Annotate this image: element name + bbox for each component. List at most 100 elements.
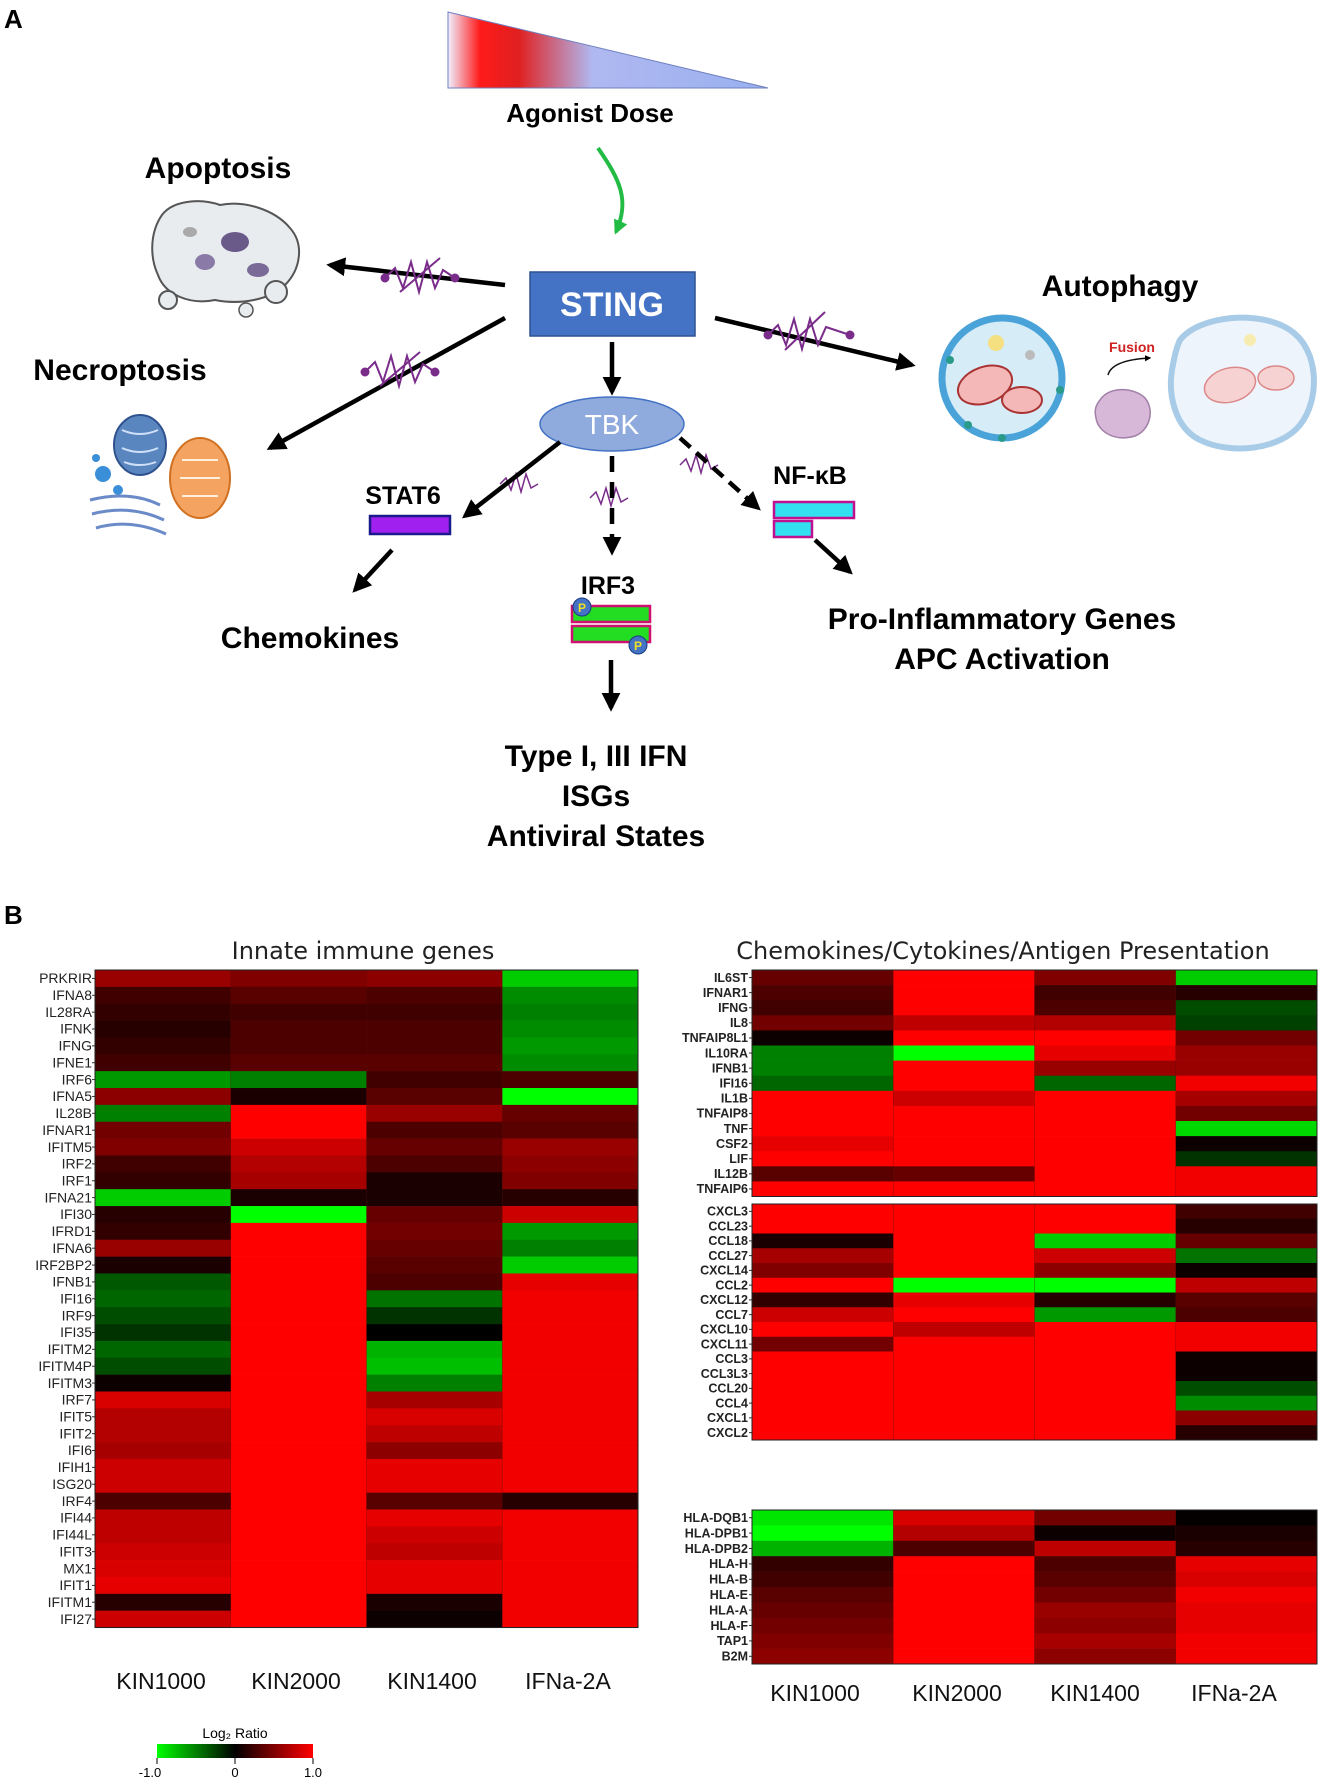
gene-label: CXCL14 — [700, 1264, 748, 1278]
heatmap-cell — [230, 1020, 367, 1038]
heatmap-cell — [1175, 1292, 1318, 1308]
gene-label: HLA-DPB1 — [685, 1526, 748, 1540]
heatmap-cell — [230, 986, 367, 1005]
heatmap-cell — [95, 1374, 232, 1392]
heatmap-cell — [230, 1307, 367, 1325]
heatmap-cell — [1034, 1105, 1177, 1122]
to-chemokines-arrow — [352, 548, 394, 593]
heatmap-cell — [502, 1003, 639, 1021]
heatmap-cell — [95, 1307, 232, 1325]
heatmap-cell — [95, 1071, 232, 1089]
gene-label: HLA-B — [709, 1573, 748, 1587]
heatmap-cell — [95, 1222, 232, 1241]
heatmap-cell — [752, 1121, 894, 1137]
heatmap-cell — [752, 1090, 894, 1107]
heatmap-cell — [230, 1222, 367, 1241]
gene-label: CSF2 — [716, 1137, 748, 1151]
to-nfkb-arrow — [678, 436, 761, 511]
heatmap-cell — [1034, 1045, 1177, 1061]
gene-label: IFRD1 — [52, 1223, 93, 1239]
heatmap-cell — [1034, 1395, 1177, 1411]
apc-activation-label: APC Activation — [894, 643, 1110, 676]
signal-wave-icon — [763, 311, 855, 353]
gene-label: HLA-E — [710, 1588, 748, 1602]
nfkb-box-top — [772, 500, 856, 520]
heatmap-cell — [1034, 1015, 1177, 1031]
heatmap-cell — [502, 1391, 639, 1409]
heatmap-cell — [95, 1121, 232, 1139]
gene-label: IFIT1 — [59, 1577, 92, 1593]
heatmap-cell — [1175, 1571, 1318, 1588]
heatmap-cell — [502, 1290, 639, 1308]
heatmap-cell — [752, 1151, 894, 1167]
antiviral-label: Antiviral States — [487, 820, 705, 853]
heatmap-cell — [502, 1593, 639, 1611]
heatmap-cell — [1175, 1060, 1318, 1076]
heatmap-cell — [752, 1395, 894, 1411]
heatmap-cell — [95, 1526, 232, 1544]
gene-label: HLA-H — [709, 1557, 748, 1571]
heatmap-cell — [95, 970, 232, 988]
heatmap-cell — [1034, 1351, 1177, 1367]
heatmap-cell — [1175, 1587, 1318, 1603]
heatmap-cell — [366, 1324, 503, 1342]
heatmap-cell — [1034, 1648, 1177, 1665]
gene-label: CCL7 — [715, 1308, 748, 1322]
heatmap-cell — [893, 1395, 1035, 1411]
heatmap-cell — [502, 1340, 639, 1359]
heatmap-cell — [893, 1633, 1035, 1649]
column-label: KIN1000 — [116, 1668, 206, 1694]
heatmap-cell — [752, 970, 894, 986]
heatmap-cell — [1034, 1136, 1177, 1152]
heatmap-cell — [1175, 1233, 1318, 1249]
gene-label: IFNG — [718, 1001, 748, 1015]
apoptosis-label: Apoptosis — [145, 152, 292, 185]
heatmap-cell — [1175, 1336, 1318, 1352]
heatmap-cell — [1034, 1060, 1177, 1076]
heatmap-cell — [752, 1248, 894, 1264]
heatmap-cell — [1175, 1075, 1318, 1092]
heatmap-cell — [752, 1181, 894, 1197]
heatmap-cell — [893, 1015, 1035, 1031]
gene-label: TNFAIP8L1 — [682, 1031, 748, 1045]
heatmap-cell — [502, 1273, 639, 1291]
phospho-marker — [628, 635, 648, 655]
heatmap-cell — [95, 1408, 232, 1426]
heatmap-cell — [752, 1136, 894, 1152]
heatmap-cell — [230, 1290, 367, 1308]
gene-label: IRF1 — [62, 1172, 93, 1188]
gene-label: IRF6 — [62, 1071, 93, 1087]
heatmap-cell — [366, 1037, 503, 1055]
heatmap-cell — [502, 986, 639, 1005]
heatmap-cell — [893, 1233, 1035, 1249]
heatmap-cell — [1034, 1030, 1177, 1046]
heatmap-cell — [1175, 1277, 1318, 1293]
heatmap-cell — [95, 1273, 232, 1291]
heatmap-cell — [893, 1151, 1035, 1167]
gene-label: IFNE1 — [52, 1054, 92, 1070]
heatmap-cell — [366, 1206, 503, 1224]
heatmap-cell — [502, 1189, 639, 1207]
heatmap-cell — [1175, 970, 1318, 986]
heatmap-cell — [95, 1560, 232, 1578]
heatmap-cell — [502, 1054, 639, 1072]
column-label: KIN2000 — [251, 1668, 341, 1694]
gene-label: CXCL12 — [700, 1293, 748, 1307]
heatmap-cell — [366, 1088, 503, 1106]
heatmap-cell — [1034, 1248, 1177, 1264]
heatmap-cell — [1034, 1166, 1177, 1182]
heatmap-cell — [366, 1104, 503, 1123]
heatmap-cell — [230, 1071, 367, 1089]
signal-wave-icon — [679, 452, 719, 476]
heatmap-cell — [1175, 1121, 1318, 1137]
gene-label: CXCL3 — [707, 1205, 748, 1219]
heatmap-cell — [1175, 1166, 1318, 1182]
heatmap-cell — [893, 1121, 1035, 1137]
heatmap-cell — [502, 970, 639, 988]
heatmap-cell — [230, 1576, 367, 1595]
heatmap-cell — [502, 1071, 639, 1089]
gene-label: IFNA8 — [52, 987, 92, 1003]
heatmap-cell — [752, 1045, 894, 1061]
gene-label: CXCL2 — [707, 1426, 748, 1440]
heatmap-innate: PRKRIRIFNA8IL28RAIFNKIFNGIFNE1IRF6IFNA5I… — [35, 969, 639, 1629]
